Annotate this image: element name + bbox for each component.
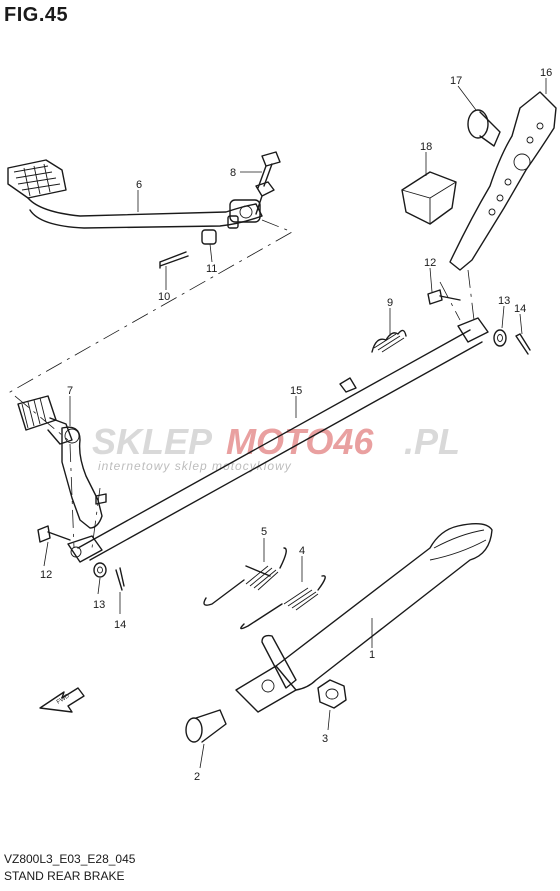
stand-nut [317,679,347,709]
callout-leaders [43,78,547,769]
callout-12-upper: 12 [424,257,436,269]
watermark-tagline: internetowy sklep motocyklowy [98,459,292,473]
bolt-8 [257,151,281,189]
callout-10: 10 [158,291,170,303]
clevis-pin-upper [427,289,461,305]
callout-14-upper: 14 [514,303,526,315]
callout-8: 8 [230,167,236,179]
clevis-pin-lower [37,525,71,543]
callout-14-lower: 14 [114,619,126,631]
callout-11: 11 [206,263,217,275]
stand-spring-4 [240,575,326,630]
callout-12-lower: 12 [40,569,52,581]
cotter-pin-lower [115,567,125,591]
side-stand [235,523,493,713]
watermark-brand-accent: MOTO46 [226,421,374,462]
model-code: VZ800L3_E03_E28_045 [4,852,136,866]
figure-title: FIG.45 [4,4,69,26]
callout-15: 15 [290,385,302,397]
brake-pedal [7,159,275,269]
stand-arm [449,91,557,271]
rubber-cap [401,171,457,225]
pivot-collar [227,215,239,229]
washer-lower [93,562,107,578]
stand-spring-5 [203,547,287,606]
callout-3: 3 [322,733,328,745]
fwd-arrow-icon: FWD [39,687,85,713]
return-spring-9 [371,329,407,353]
stand-rod [67,317,489,563]
callout-4: 4 [299,545,305,557]
watermark: SKLEP MOTO46 .PL internetowy sklep motoc… [92,421,460,473]
callout-13-lower: 13 [93,599,105,611]
callout-7: 7 [67,385,73,397]
callout-6: 6 [136,179,142,191]
watermark-brand-right: .PL [404,421,460,462]
stand-bolt [185,709,227,743]
cotter-pin-upper [515,333,531,355]
group-name: STAND REAR BRAKE [4,869,125,883]
pivot-bolt [467,109,501,147]
callout-1: 1 [369,649,375,661]
callout-5: 5 [261,526,267,538]
callout-18: 18 [420,141,432,153]
callout-9: 9 [387,297,393,309]
assembly-lines [9,219,475,549]
callout-16: 16 [540,67,552,79]
callout-13-upper: 13 [498,295,510,307]
washer-upper [493,329,507,347]
callout-numbers: 6 7 8 9 10 11 12 13 14 15 16 17 18 12 13… [40,67,552,783]
watermark-brand-left: SKLEP [92,421,213,462]
callout-17: 17 [450,75,462,87]
fwd-label: FWD [56,693,71,706]
callout-2: 2 [194,771,200,783]
brake-lever [17,395,107,529]
